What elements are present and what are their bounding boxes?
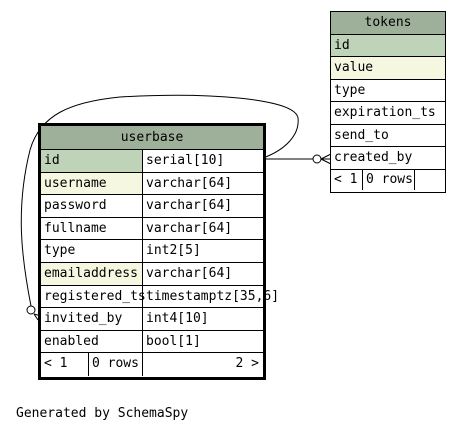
- generated-by-footer: Generated by SchemaSpy: [16, 406, 189, 421]
- tokens-parent-count: < 1: [331, 169, 363, 190]
- userbase-column-fullname-type: varchar[64]: [143, 218, 263, 241]
- userbase-parent-count: < 1: [41, 353, 89, 376]
- userbase-child-count: 2 >: [235, 356, 259, 372]
- userbase-column-emailaddress-type: varchar[64]: [143, 263, 263, 286]
- userbase-column-invited-by: invited_by: [41, 308, 143, 331]
- tokens-column-expiration-ts: expiration_ts: [331, 102, 445, 125]
- userbase-column-type-type: int2[5]: [143, 240, 263, 263]
- userbase-column-invited-by-type: int4[10]: [143, 308, 263, 331]
- userbase-column-id: id: [41, 150, 143, 173]
- tokens-column-created-by: created_by: [331, 147, 445, 170]
- userbase-row-count: 0 rows: [89, 353, 143, 376]
- relation-userbase-self-reference: [20, 94, 299, 307]
- tokens-column-send-to: send_to: [331, 124, 445, 147]
- userbase-column-type: type: [41, 240, 143, 263]
- relation-many-marker: [320, 153, 332, 165]
- tokens-row-count: 0 rows: [363, 169, 415, 190]
- userbase-column-username-type: varchar[64]: [143, 173, 263, 196]
- userbase-column-registered-ts: registered_ts: [41, 285, 146, 309]
- userbase-column-username: username: [41, 172, 143, 196]
- tokens-column-id: id: [331, 34, 445, 57]
- userbase-column-emailaddress: emailaddress: [41, 263, 143, 286]
- tokens-column-value: value: [331, 57, 445, 80]
- relation-self-optional-marker: [26, 305, 36, 315]
- userbase-column-registered-ts-type: timestamptz[35,6]: [143, 286, 279, 309]
- userbase-column-password-type: varchar[64]: [143, 195, 263, 218]
- tokens-column-type: type: [331, 79, 445, 102]
- userbase-column-enabled: enabled: [41, 330, 143, 354]
- userbase-column-enabled-type: bool[1]: [143, 331, 263, 354]
- relation-optional-marker: [312, 154, 322, 164]
- tokens-table-header: tokens: [331, 12, 445, 35]
- userbase-column-password: password: [41, 195, 143, 218]
- userbase-column-id-type: serial[10]: [143, 150, 263, 173]
- userbase-column-fullname: fullname: [41, 217, 143, 241]
- userbase-table-header: userbase: [41, 126, 263, 150]
